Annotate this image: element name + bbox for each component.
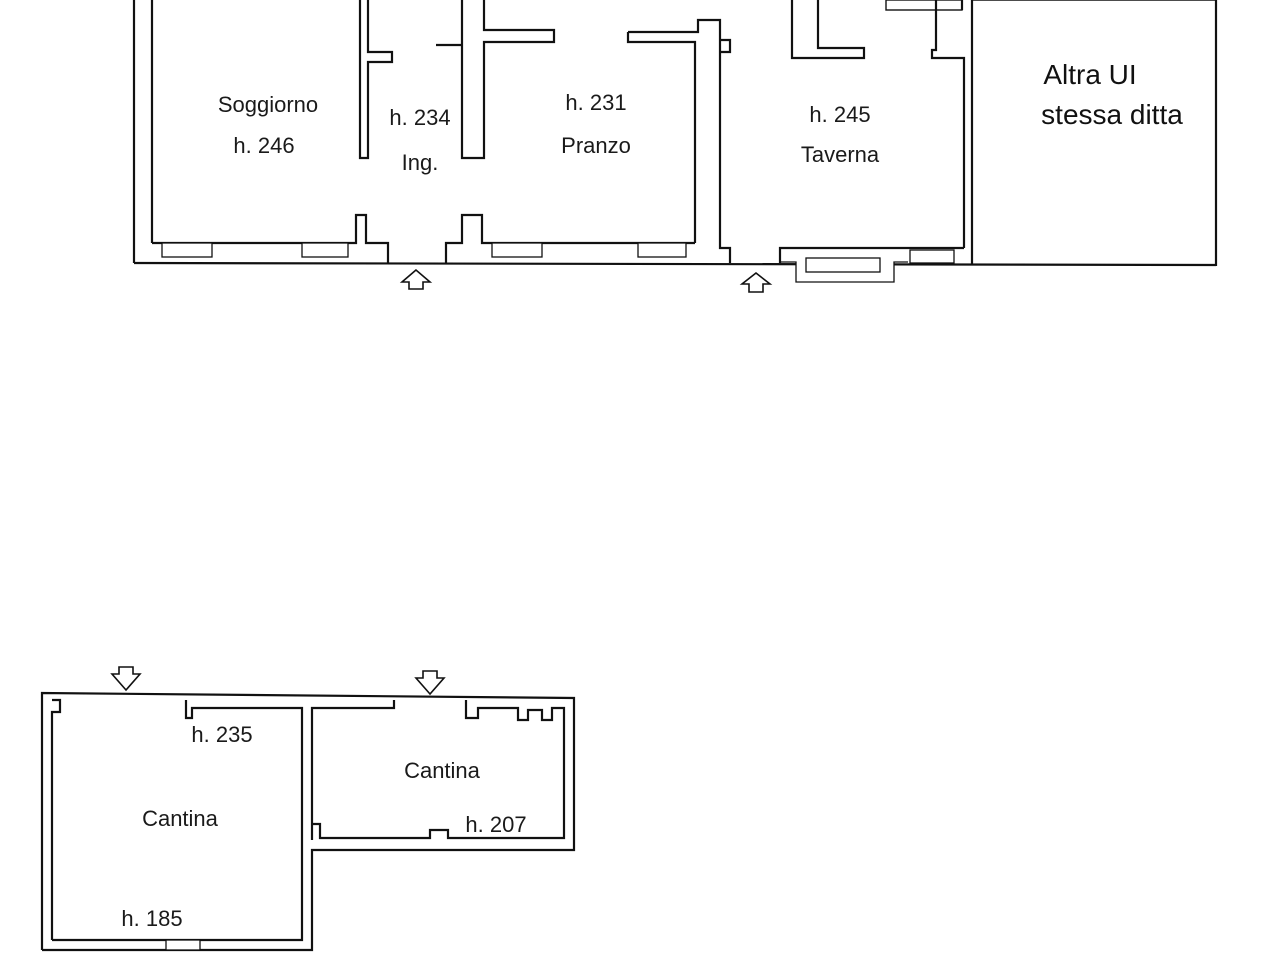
inner-wall-south-pranzo: [444, 213, 695, 263]
partition-soggiorno-ingresso: [358, 0, 394, 160]
window: [491, 242, 543, 258]
room-height-pranzo: h. 231: [565, 90, 626, 115]
cantina-left-height-top: h. 235: [191, 722, 252, 747]
inner-wall-south-soggiorno: [152, 213, 390, 263]
cantina-left-inner-west: [50, 698, 62, 940]
neighbor-unit-line1: Altra UI: [1043, 59, 1136, 90]
wall-taverna-east: [930, 0, 966, 248]
cantina-right-inner-west: [310, 700, 396, 840]
neighbor-unit-line2: stessa ditta: [1041, 99, 1183, 130]
window: [165, 939, 201, 951]
partition-pranzo-east: [626, 32, 697, 243]
room-name-soggiorno: Soggiorno: [218, 92, 318, 117]
partition-pranzo-taverna: [628, 18, 732, 263]
window: [909, 249, 955, 264]
basement-plan: h. 235 Cantina h. 185 Cantina h. 207: [40, 666, 576, 952]
room-name-taverna: Taverna: [801, 142, 880, 167]
entrance-arrow: [414, 670, 446, 696]
room-height-taverna: h. 245: [809, 102, 870, 127]
room-height-ingresso: h. 234: [389, 105, 450, 130]
partition-ingresso-pranzo: [460, 0, 556, 160]
partition-taverna-north: [790, 0, 866, 60]
cantina-left-inner: [52, 700, 304, 942]
room-name-pranzo: Pranzo: [561, 133, 631, 158]
cantina-right-inner: [312, 700, 566, 840]
basement-outer-wall: [40, 691, 576, 952]
room-height-soggiorno: h. 246: [233, 133, 294, 158]
wall-notch: [720, 38, 732, 54]
cantina-left-height-bottom: h. 185: [121, 906, 182, 931]
cantina-right-name: Cantina: [404, 758, 481, 783]
room-name-ingresso: Ing.: [402, 150, 439, 175]
entrance-arrow: [110, 666, 142, 692]
window: [161, 242, 213, 258]
entrance-arrow: [739, 271, 773, 293]
ground-floor-plan: Soggiorno h. 246 h. 234 Ing. h. 231 Pran…: [132, 0, 1218, 293]
cantina-left-name: Cantina: [142, 806, 219, 831]
bay-window: [805, 257, 881, 273]
stair-recess: [885, 0, 963, 11]
window: [301, 242, 349, 258]
entrance-arrow: [399, 268, 433, 290]
window: [637, 242, 687, 258]
inner-wall-south-taverna: [778, 246, 964, 263]
cantina-right-height: h. 207: [465, 812, 526, 837]
outer-wall-south: [133, 261, 1217, 267]
